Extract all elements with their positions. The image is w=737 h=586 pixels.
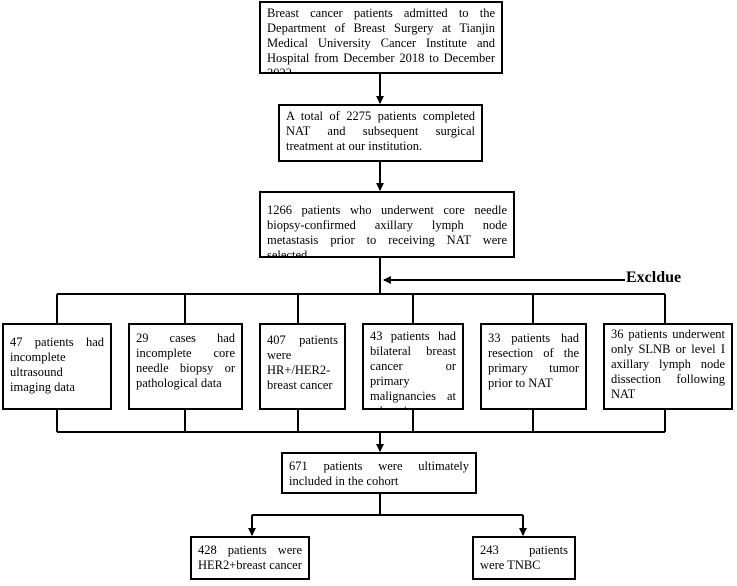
- step1-admission-box: Breast cancer patients admitted to the D…: [259, 1, 503, 74]
- exclusion-box-biopsy: 29 cases had incomplete core needle biop…: [128, 323, 243, 410]
- exclusion-box-ultrasound: 47 patients had incomplete ultrasound im…: [2, 323, 112, 410]
- cohort-box: 671 patients were ultimately included in…: [281, 452, 477, 494]
- step2-treatment-box: A total of 2275 patients completed NAT a…: [278, 104, 483, 162]
- group-tnbc-box: 243 patients were TNBC: [472, 536, 576, 580]
- exclusion-box-hr-her2: 407 patients were HR+/HER2- breast cance…: [259, 323, 346, 410]
- exclude-label: Excldue: [626, 269, 682, 286]
- step3-selection-box: 1266 patients who underwent core needle …: [259, 191, 515, 258]
- exclusion-box-resection: 33 patients had resection of the primary…: [480, 323, 587, 410]
- exclusion-box-slnb: 36 patients underwent only SLNB or level…: [603, 323, 733, 410]
- exclusion-box-bilateral: 43 patients had bilateral breast cancer …: [362, 323, 464, 410]
- group-her2-box: 428 patients were HER2+breast cancer: [190, 536, 310, 580]
